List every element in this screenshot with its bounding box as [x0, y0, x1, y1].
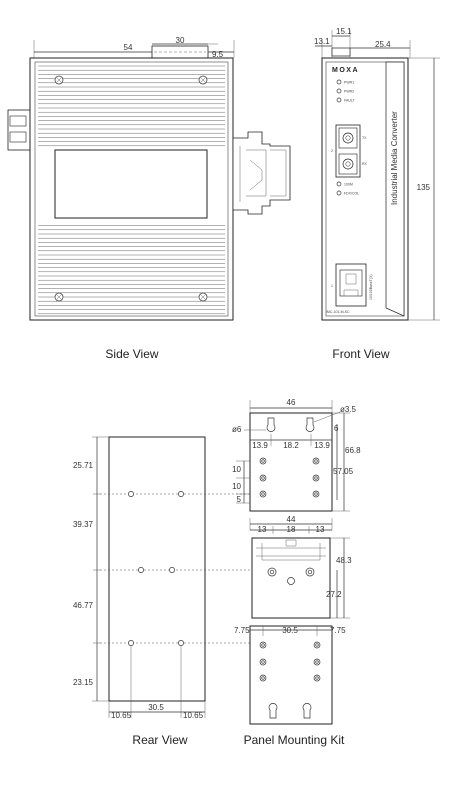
front-view-drawing: 13.1 15.1 25.4 135 Industrial Media Conv…: [314, 27, 440, 321]
dim-kit-7-75-left: 7.75: [234, 626, 250, 635]
dim-kit-d6: ø6: [232, 425, 242, 434]
dim-front-13-1: 13.1: [314, 37, 330, 46]
led-icon: [336, 79, 342, 85]
led-icon: [336, 181, 342, 187]
mounting-hole-icon: [267, 567, 315, 585]
led-label-100m: 100M: [344, 183, 353, 187]
side-view-drawing: 54 30 9.5: [7, 36, 291, 321]
dim-kit-27-2: 27.2: [326, 590, 342, 599]
dim-height-135: 135: [417, 183, 431, 192]
dim-kit-5: 5: [237, 495, 242, 504]
fiber-port-rx-label: RX: [362, 162, 368, 166]
panel-mounting-kit-drawing: 46 ø3.5 ø6 6 13.9 18.2 13.9 66.8 57.05: [232, 398, 361, 725]
dim-rear-23-15: 23.15: [73, 678, 94, 687]
dim-rear-10-65-right: 10.65: [183, 711, 204, 720]
rear-body: [108, 436, 206, 702]
rj45-port-label: 10/100BaseT(X): [369, 275, 373, 301]
dim-kit-46: 46: [287, 398, 296, 407]
dim-kit-18-2: 18.2: [283, 441, 299, 450]
led-label-fault: FAULT: [344, 99, 355, 103]
dim-kit-13-left: 13: [258, 525, 267, 534]
led-icon: [336, 190, 342, 196]
din-rail-clip: [232, 131, 291, 215]
kit-din-bracket: [251, 537, 331, 619]
fiber-port-number: 2: [331, 149, 333, 153]
led-label-pwr2: PWR2: [344, 90, 354, 94]
led-label-fdx-col: FDX/COL: [344, 192, 359, 196]
dim-rear-46-77: 46.77: [73, 601, 94, 610]
dim-side-connector: 30: [176, 36, 185, 45]
dim-kit-6: 6: [334, 424, 339, 433]
dim-kit-13-9-right: 13.9: [314, 441, 330, 450]
mounting-hole-icon: [259, 457, 320, 498]
dim-kit-13-right: 13: [316, 525, 325, 534]
front-leds: PWR1 PWR2 FAULT: [336, 79, 355, 103]
dim-kit-66-8: 66.8: [345, 446, 361, 455]
led-label-pwr1: PWR1: [344, 81, 354, 85]
dim-kit-18: 18: [287, 525, 296, 534]
dim-kit-57-05: 57.05: [333, 467, 354, 476]
led-icon: [336, 97, 342, 103]
side-label-window: [54, 149, 208, 219]
dim-side-width: 54: [124, 43, 133, 52]
mounting-hole-icon: [259, 641, 321, 682]
panel-mounting-kit-label: Panel Mounting Kit: [244, 733, 345, 747]
dim-kit-30-5: 30.5: [282, 626, 298, 635]
dim-rear-39-37: 39.37: [73, 520, 94, 529]
front-brand-logo: MOXA: [332, 67, 359, 74]
dim-kit-10-a: 10: [232, 465, 241, 474]
screw-icon: [54, 75, 208, 302]
dim-rear-10-65-left: 10.65: [111, 711, 132, 720]
fiber-port-icon: [335, 124, 361, 178]
mounting-hole-icon: [128, 491, 184, 646]
keyhole-slot-icon: [268, 703, 312, 719]
rj45-port-number: 1: [331, 284, 333, 288]
dim-kit-44: 44: [287, 515, 296, 524]
dim-rear-30-5: 30.5: [148, 703, 164, 712]
dim-kit-13-9-left: 13.9: [252, 441, 268, 450]
rj45-port-icon: [335, 263, 367, 307]
side-view-label: Side View: [105, 347, 158, 361]
fiber-port-tx-label: TX: [362, 136, 367, 140]
dim-kit-10-b: 10: [232, 482, 241, 491]
dim-front-25-4: 25.4: [375, 40, 391, 49]
led-icon: [336, 88, 342, 94]
dim-front-15-1: 15.1: [336, 27, 352, 36]
dim-kit-7-75-right: 7.75: [330, 626, 346, 635]
dim-side-offset: 9.5: [212, 50, 224, 59]
rear-view-label: Rear View: [132, 733, 187, 747]
dim-kit-48-3: 48.3: [336, 556, 352, 565]
front-view-label: Front View: [332, 347, 389, 361]
keyhole-slot-icon: [266, 417, 315, 432]
front-product-name: Industrial Media Converter: [390, 111, 399, 205]
front-model-label: IMC-101-M-SC: [326, 310, 350, 314]
rear-view-drawing: 25.71 39.37 46.77 23.15 10.65 30.5 10.65: [73, 436, 330, 720]
dim-rear-25-71: 25.71: [73, 461, 94, 470]
dim-kit-d3-5: ø3.5: [340, 405, 357, 414]
side-ribs: [38, 65, 225, 315]
